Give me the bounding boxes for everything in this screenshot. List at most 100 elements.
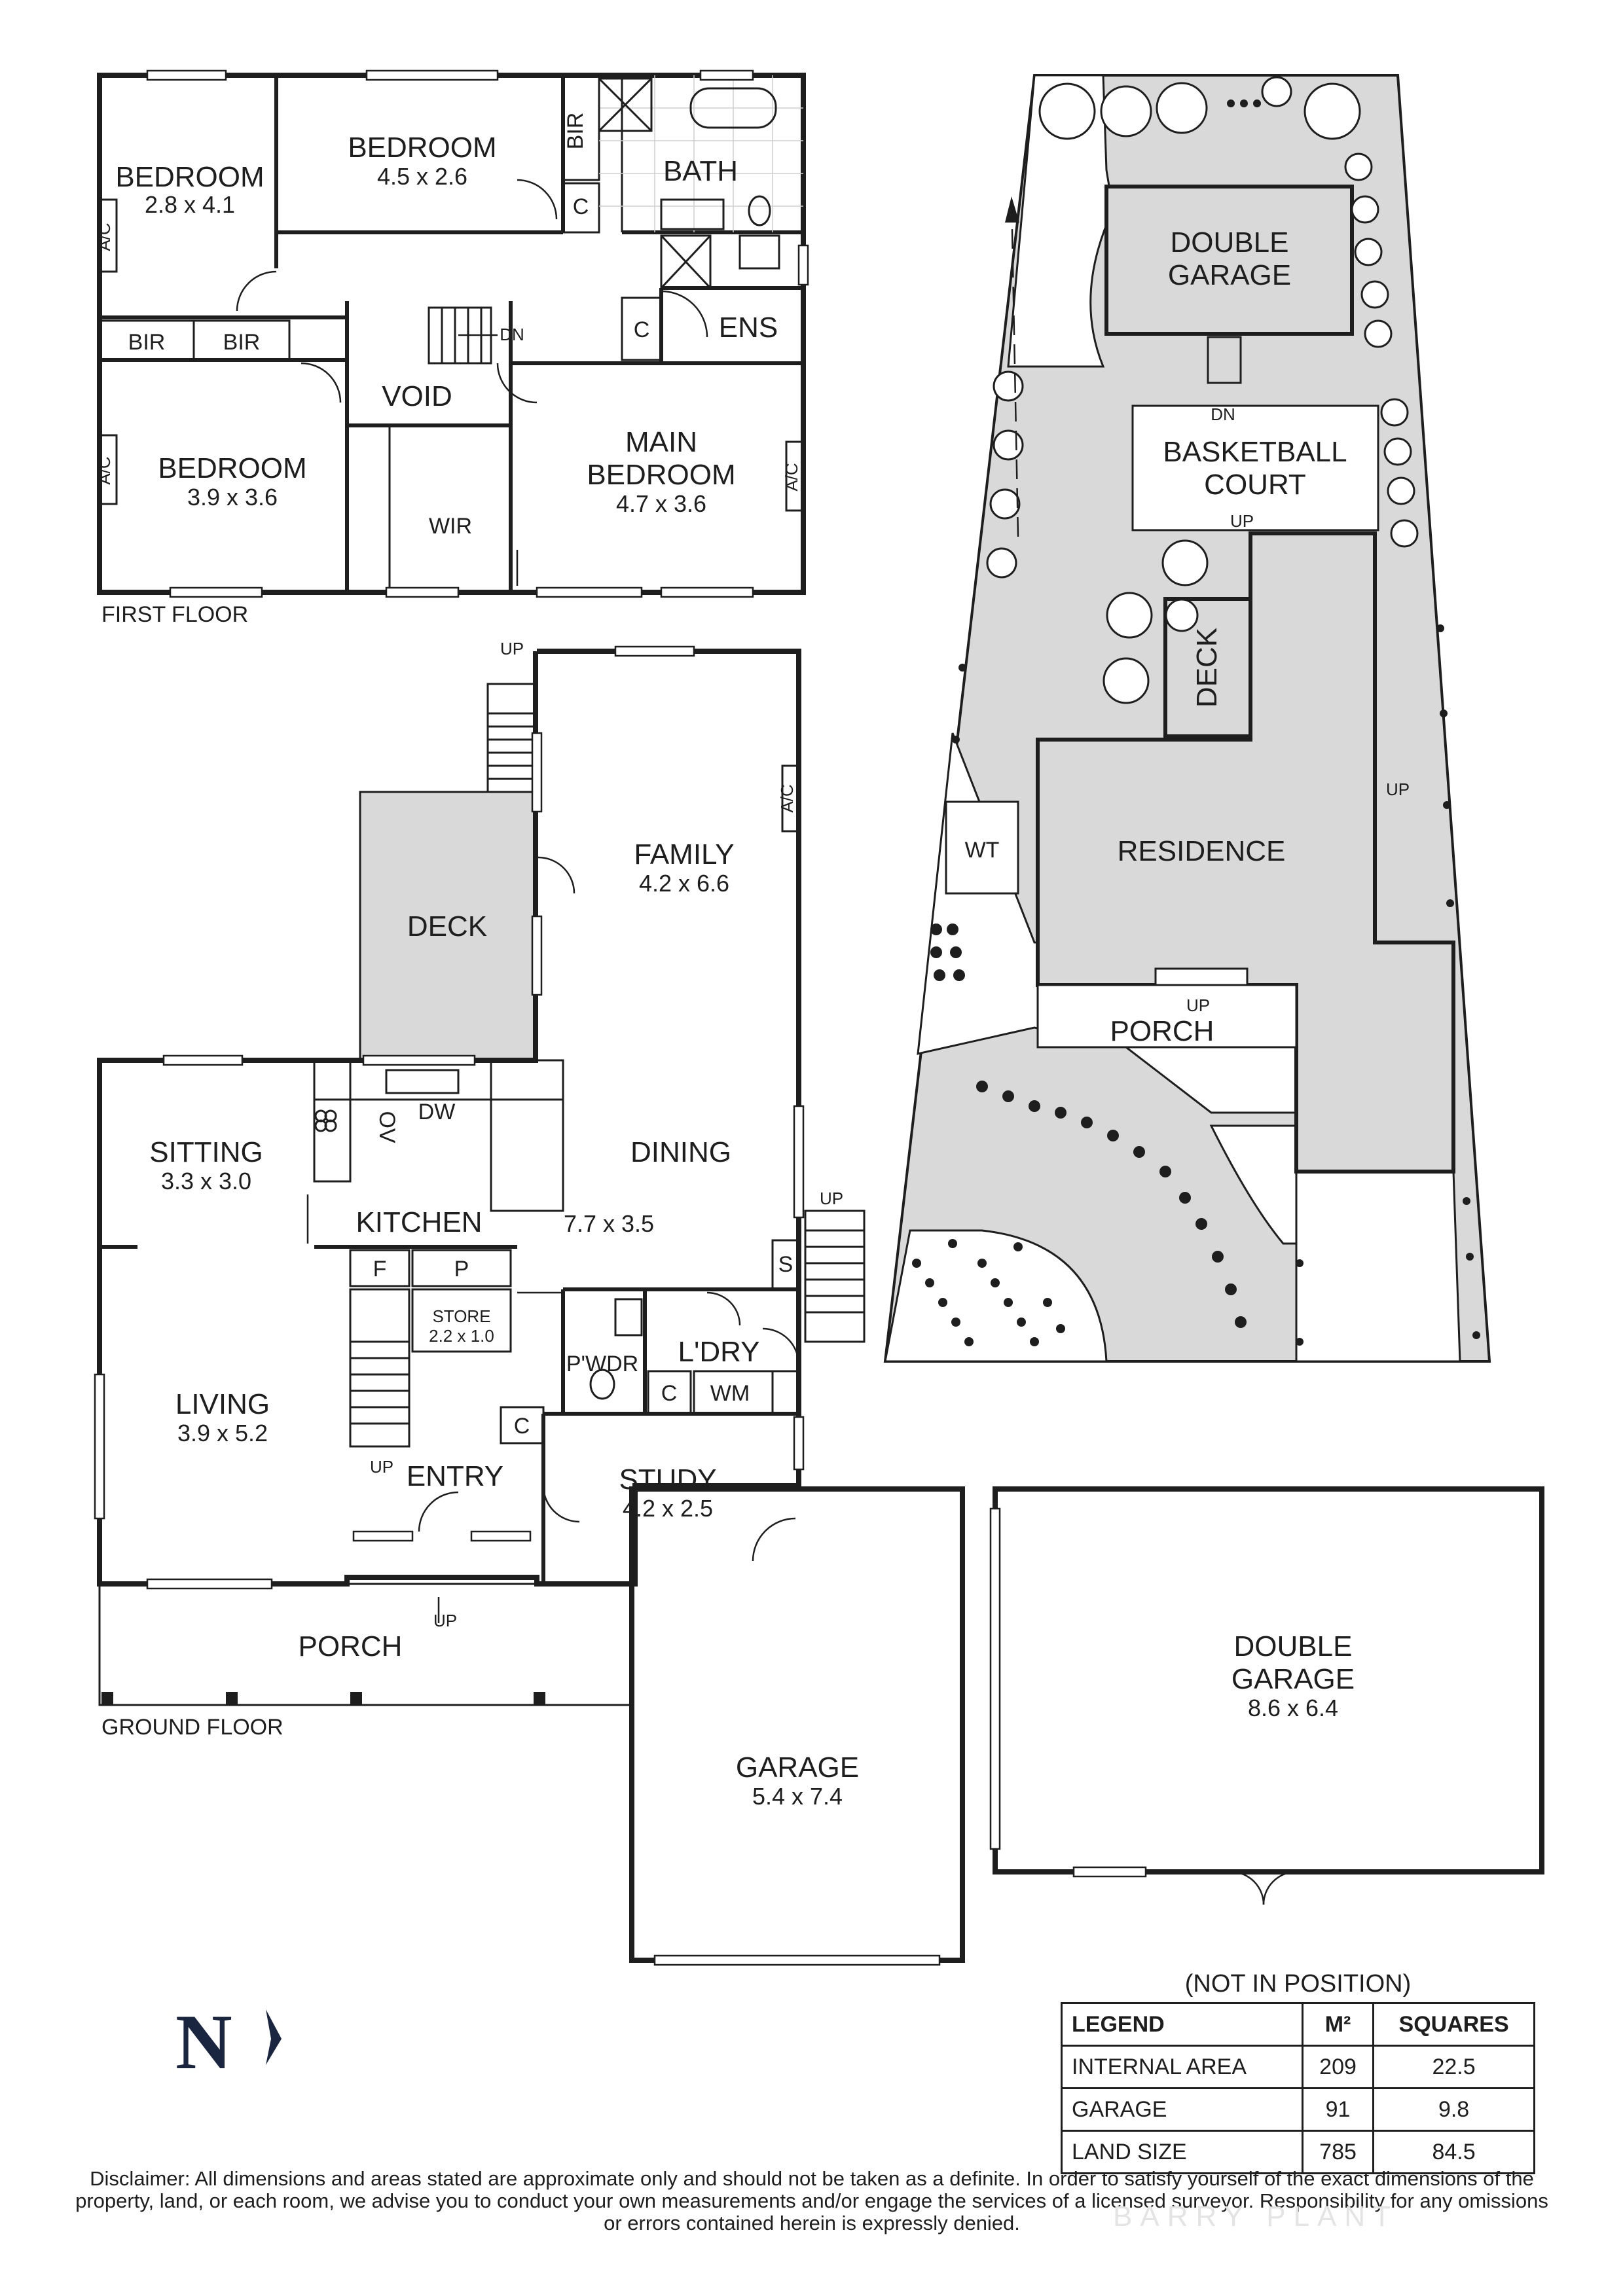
bedroom-2-dims: 2.8 x 4.1	[145, 191, 235, 218]
legend-header-m2: M²	[1301, 2002, 1375, 2047]
water-tank-label: WT	[965, 838, 1000, 863]
legend-table: LEGEND M² SQUARES INTERNAL AREA 209 22.5…	[1061, 2002, 1535, 2174]
legend-row: GARAGE 91 9.8	[1061, 2087, 1535, 2132]
detached-garage-label-2: GARAGE	[1231, 1663, 1355, 1695]
ac-label-2: A/C	[94, 456, 114, 484]
kitchen-label: KITCHEN	[356, 1206, 482, 1238]
stair-dn-label: DN	[500, 325, 524, 344]
dining-dims: 7.7 x 3.5	[564, 1210, 654, 1237]
main-bedroom-label-2: BEDROOM	[587, 459, 735, 491]
deck-label: DECK	[407, 910, 487, 942]
porch-label: PORCH	[299, 1630, 403, 1662]
legend-row-m2: 209	[1301, 2045, 1375, 2089]
residence-label: RESIDENCE	[1118, 835, 1286, 867]
legend-row-m2: 785	[1301, 2130, 1375, 2174]
family-dims: 4.2 x 6.6	[639, 870, 729, 897]
bir-label-3: BIR	[563, 113, 588, 150]
ensuite-label: ENS	[719, 312, 778, 344]
dining-label: DINING	[630, 1136, 731, 1168]
legend-row-squares: 22.5	[1372, 2045, 1535, 2089]
ground-floor-plan: FAMILY 4.2 x 6.6 DECK SITTING 3.3 x 3.0 …	[94, 639, 965, 1966]
site-porch-label: PORCH	[1110, 1015, 1214, 1047]
legend-header-squares: SQUARES	[1372, 2002, 1535, 2047]
closet-label-1: C	[573, 194, 589, 219]
washing-machine-label: WM	[710, 1381, 750, 1406]
fridge-label: F	[373, 1257, 387, 1282]
north-arrow-icon	[266, 2009, 282, 2065]
oven-label: OV	[374, 1111, 399, 1143]
disclaimer-text: Disclaimer: All dimensions and areas sta…	[75, 2167, 1548, 2234]
bedroom-1-label: BEDROOM	[348, 132, 496, 164]
ground-floor-title: GROUND FLOOR	[101, 1715, 283, 1740]
bir-label-2: BIR	[223, 330, 261, 355]
main-bedroom-label-1: MAIN	[625, 426, 697, 458]
bedroom-1-dims: 4.5 x 2.6	[377, 163, 467, 190]
legend-row-label: INTERNAL AREA	[1061, 2045, 1304, 2089]
closet-label-3: C	[514, 1414, 530, 1439]
site-deck-label: DECK	[1191, 628, 1223, 708]
main-bedroom-dims: 4.7 x 3.6	[616, 490, 706, 517]
legend-row: LAND SIZE 785 84.5	[1061, 2130, 1535, 2174]
legend-row-squares: 9.8	[1372, 2087, 1535, 2132]
bedroom-2-label: BEDROOM	[115, 161, 264, 193]
garage-label: GARAGE	[736, 1751, 859, 1784]
wir-label: WIR	[429, 514, 472, 539]
closet-label-4: C	[661, 1381, 678, 1406]
site-dn-label: DN	[1211, 404, 1235, 424]
bir-label-1: BIR	[128, 330, 166, 355]
study-label: STUDY	[619, 1463, 716, 1496]
ac-label-4: A/C	[777, 784, 797, 812]
north-letter: N	[175, 1998, 232, 2085]
laundry-label: L'DRY	[678, 1336, 760, 1368]
legend-row-label: LAND SIZE	[1061, 2130, 1304, 2174]
shelf-label: S	[778, 1252, 793, 1277]
closet-label-2: C	[634, 317, 650, 342]
legend-header-label: LEGEND	[1061, 2002, 1304, 2047]
first-floor-plan: BEDROOM 2.8 x 4.1 BEDROOM 4.5 x 2.6 BEDR…	[94, 69, 809, 627]
stair-up-label-1: UP	[500, 639, 524, 658]
ac-label-1: A/C	[94, 223, 114, 251]
detached-garage-plan: DOUBLE GARAGE 8.6 x 6.4	[989, 1486, 1544, 1905]
bedroom-3-label: BEDROOM	[158, 452, 306, 484]
site-plan: DOUBLE GARAGE BASKETBALL COURT DECK RESI…	[883, 74, 1491, 1363]
site-up-label-2: UP	[1386, 780, 1410, 799]
legend-row-m2: 91	[1301, 2087, 1375, 2132]
stair-up-label-2: UP	[370, 1457, 393, 1477]
dishwasher-label: DW	[418, 1100, 456, 1124]
void-label: VOID	[382, 380, 452, 412]
store-dims: 2.2 x 1.0	[429, 1326, 494, 1346]
not-in-position-note: (NOT IN POSITION)	[1184, 1970, 1412, 1998]
legend-row: INTERNAL AREA 209 22.5	[1061, 2045, 1535, 2089]
legend-header-row: LEGEND M² SQUARES	[1061, 2002, 1535, 2047]
powder-label: P'WDR	[566, 1352, 638, 1376]
north-compass: N	[175, 2003, 306, 2088]
store-label: STORE	[432, 1306, 490, 1326]
detached-garage-dims: 8.6 x 6.4	[1248, 1695, 1338, 1721]
sitting-label: SITTING	[149, 1136, 263, 1168]
brand-watermark: BARRY PLANT	[1113, 2200, 1399, 2233]
site-garage-label-1: DOUBLE	[1171, 226, 1289, 259]
bedroom-3-dims: 3.9 x 3.6	[187, 484, 278, 511]
detached-garage-label-1: DOUBLE	[1234, 1630, 1353, 1662]
garage-dims: 5.4 x 7.4	[752, 1783, 843, 1810]
family-label: FAMILY	[634, 838, 734, 870]
court-label-1: BASKETBALL	[1163, 436, 1347, 468]
site-up-label-1: UP	[1230, 511, 1254, 531]
study-dims: 4.2 x 2.5	[623, 1495, 713, 1522]
pantry-label: P	[454, 1257, 469, 1282]
court-label-2: COURT	[1204, 469, 1306, 501]
stair-up-label-3: UP	[433, 1611, 457, 1630]
stair-up-label-4: UP	[820, 1189, 843, 1208]
site-garage-label-2: GARAGE	[1168, 259, 1291, 291]
first-floor-title: FIRST FLOOR	[101, 602, 248, 627]
entry-label: ENTRY	[407, 1460, 503, 1492]
legend-row-label: GARAGE	[1061, 2087, 1304, 2132]
living-dims: 3.9 x 5.2	[177, 1420, 268, 1446]
sitting-dims: 3.3 x 3.0	[161, 1168, 251, 1194]
bath-label: BATH	[663, 155, 738, 187]
ac-label-3: A/C	[782, 463, 801, 491]
site-up-label-3: UP	[1186, 996, 1210, 1015]
living-label: LIVING	[175, 1388, 270, 1420]
legend: (NOT IN POSITION) LEGEND M² SQUARES INTE…	[1061, 1970, 1535, 2174]
